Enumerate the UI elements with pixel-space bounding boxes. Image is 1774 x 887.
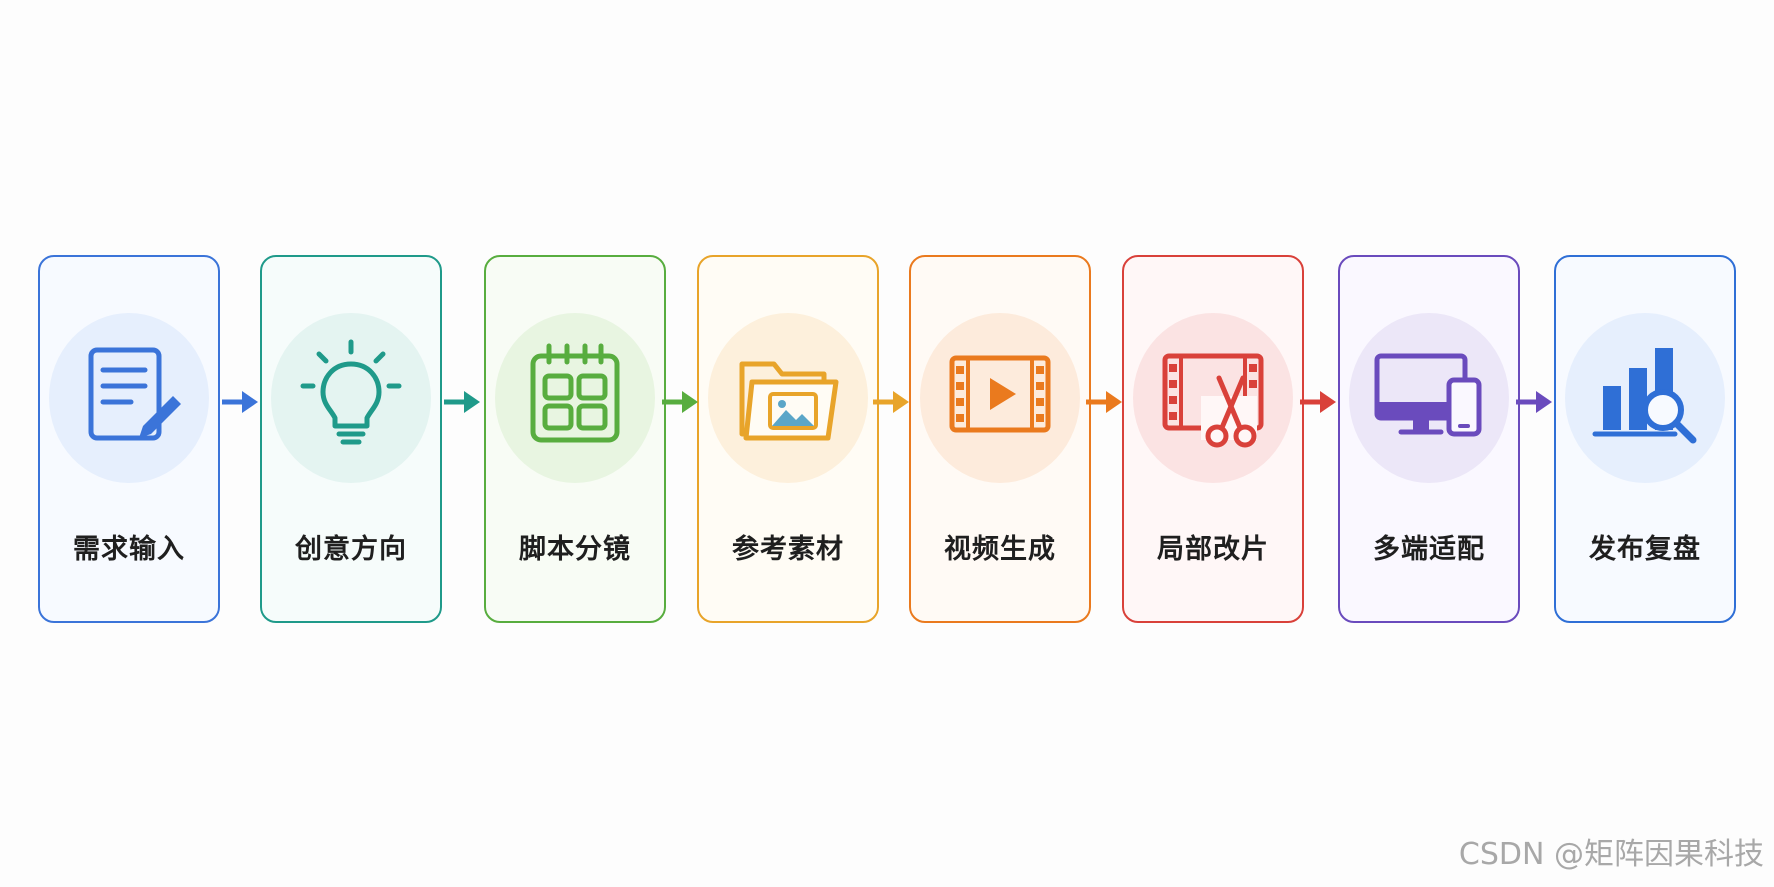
video-film-icon xyxy=(949,355,1051,433)
film-scissors-icon xyxy=(1162,353,1264,448)
step-label: 创意方向 xyxy=(295,534,407,565)
step-label: 需求输入 xyxy=(73,534,185,565)
step-label: 视频生成 xyxy=(944,534,1056,565)
step-card-partial-edit: 局部改片 xyxy=(1122,255,1304,623)
storyboard-calendar-icon xyxy=(530,343,620,443)
flow-arrow xyxy=(1300,391,1336,413)
icon-background-circle xyxy=(495,313,655,483)
step-label: 发布复盘 xyxy=(1589,534,1701,565)
step-card-reference-material: 参考素材 xyxy=(697,255,879,623)
step-label: 多端适配 xyxy=(1373,534,1485,565)
icon-background-circle xyxy=(49,313,209,483)
multi-device-icon xyxy=(1374,353,1482,437)
step-card-storyboard: 脚本分镜 xyxy=(484,255,666,623)
step-card-multi-device: 多端适配 xyxy=(1338,255,1520,623)
flow-arrow xyxy=(662,391,698,413)
step-card-publish-review: 发布复盘 xyxy=(1554,255,1736,623)
step-label: 参考素材 xyxy=(732,534,844,565)
flow-arrow xyxy=(1086,391,1122,413)
watermark: CSDN @矩阵因果科技 xyxy=(1458,837,1764,872)
flow-arrow xyxy=(222,391,258,413)
step-label: 脚本分镜 xyxy=(519,534,631,565)
document-edit-icon xyxy=(88,347,181,441)
flow-arrow xyxy=(1516,391,1552,413)
step-card-requirement-input: 需求输入 xyxy=(38,255,220,623)
step-card-creative-direction: 创意方向 xyxy=(260,255,442,623)
image-folder-icon xyxy=(739,361,839,441)
step-card-video-generation: 视频生成 xyxy=(909,255,1091,623)
chart-search-icon xyxy=(1592,348,1697,444)
flow-arrow xyxy=(873,391,909,413)
lightbulb-icon xyxy=(300,339,402,445)
step-label: 局部改片 xyxy=(1157,534,1269,565)
flow-arrow xyxy=(444,391,480,413)
